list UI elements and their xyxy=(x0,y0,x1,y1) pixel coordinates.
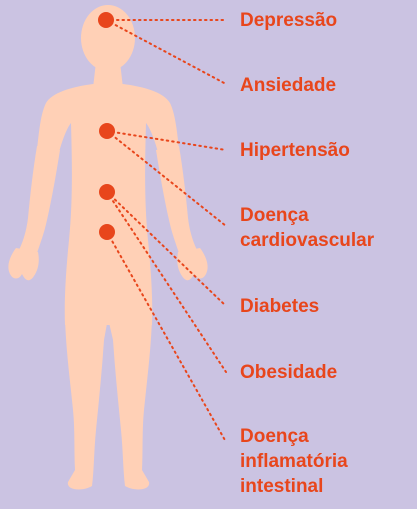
label-ansiedade: Ansiedade xyxy=(240,73,336,98)
label-dii-line2: inflamatória xyxy=(240,449,348,474)
marker-head xyxy=(98,12,114,28)
label-dii-line1: Doença xyxy=(240,424,348,449)
body-silhouette xyxy=(8,5,207,489)
label-obesidade: Obesidade xyxy=(240,360,337,385)
label-doenca-inflamatoria-intestinal: Doença inflamatória intestinal xyxy=(240,424,348,499)
label-depressao: Depressão xyxy=(240,8,337,33)
label-doenca-cardiovascular-line2: cardiovascular xyxy=(240,228,374,253)
label-hipertensao: Hipertensão xyxy=(240,138,350,163)
marker-chest xyxy=(99,123,115,139)
marker-upper-abdomen xyxy=(99,184,115,200)
label-doenca-cardiovascular-line1: Doença xyxy=(240,203,374,228)
label-dii-line3: intestinal xyxy=(240,474,348,499)
label-doenca-cardiovascular: Doença cardiovascular xyxy=(240,203,374,253)
marker-lower-abdomen xyxy=(99,224,115,240)
label-diabetes: Diabetes xyxy=(240,294,319,319)
